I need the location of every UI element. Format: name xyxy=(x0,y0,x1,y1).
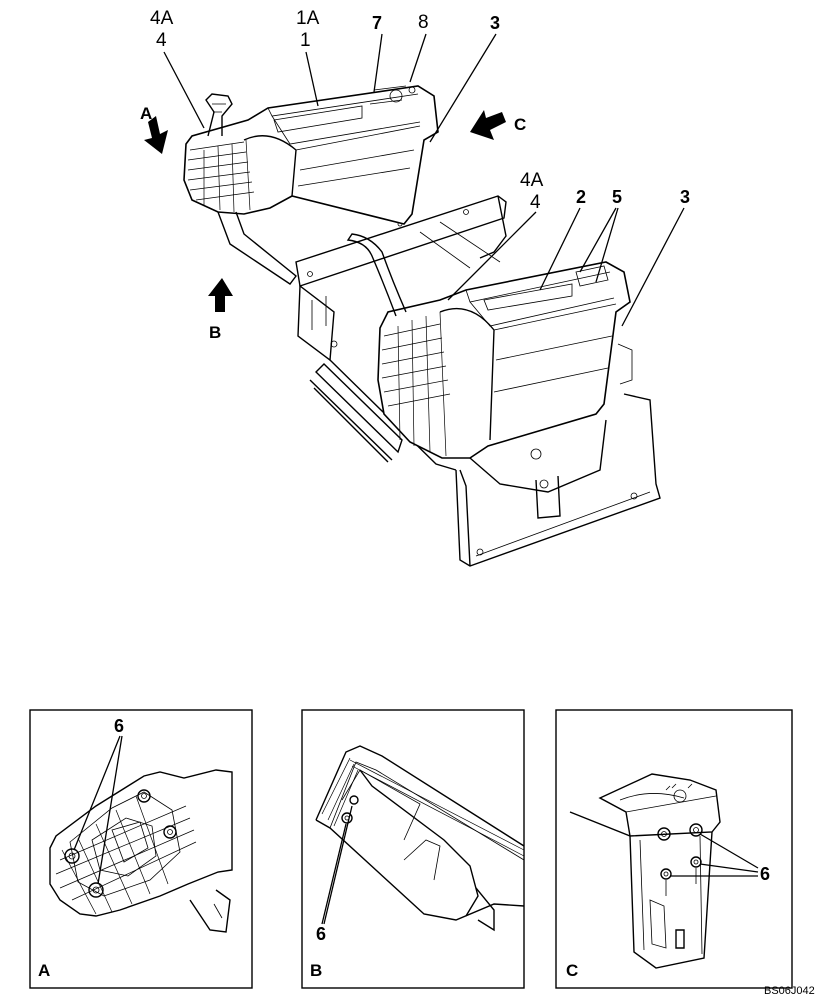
view-arrow-b: B xyxy=(208,278,233,342)
svg-text:A: A xyxy=(140,104,152,123)
callout-2-right: 2 xyxy=(576,187,586,207)
view-arrow-c: C xyxy=(470,110,526,140)
detail-view-a: 6 A xyxy=(29,709,253,989)
detail-view-b: 6 B xyxy=(301,709,525,989)
callout-3-left: 3 xyxy=(490,13,500,33)
callout-1-left: 1 xyxy=(300,30,311,51)
detail-view-c-letter: C xyxy=(566,961,578,980)
view-arrow-a: A xyxy=(140,104,168,154)
detail-view-b-letter: B xyxy=(310,961,322,980)
svg-text:B: B xyxy=(209,323,221,342)
callout-7-left: 7 xyxy=(372,13,382,33)
callout-6-view-a: 6 xyxy=(114,716,124,736)
callout-4a-left: 4A xyxy=(150,8,174,29)
callout-3-right: 3 xyxy=(680,187,690,207)
callouts-right-console: 4A 4 2 5 3 xyxy=(447,170,690,327)
callout-4a-right: 4A xyxy=(520,170,544,191)
right-console xyxy=(346,233,633,493)
callout-5-right: 5 xyxy=(612,187,622,207)
callout-6-view-c: 6 xyxy=(760,864,770,884)
drawing-reference-code: BS06J042 xyxy=(764,985,815,997)
detail-view-c: 6 C xyxy=(555,709,793,989)
callouts-left-console: 4A 4 1A 1 7 8 3 xyxy=(150,8,500,143)
callout-6-view-b: 6 xyxy=(316,924,326,944)
detail-view-a-letter: A xyxy=(38,961,50,980)
callout-8-left: 8 xyxy=(418,12,429,33)
callout-4-right: 4 xyxy=(530,192,541,213)
left-console xyxy=(183,85,439,285)
callout-1a-left: 1A xyxy=(296,8,320,29)
svg-text:C: C xyxy=(514,115,526,134)
callout-4-left: 4 xyxy=(156,30,167,51)
seat-mounting-frame xyxy=(295,195,661,567)
